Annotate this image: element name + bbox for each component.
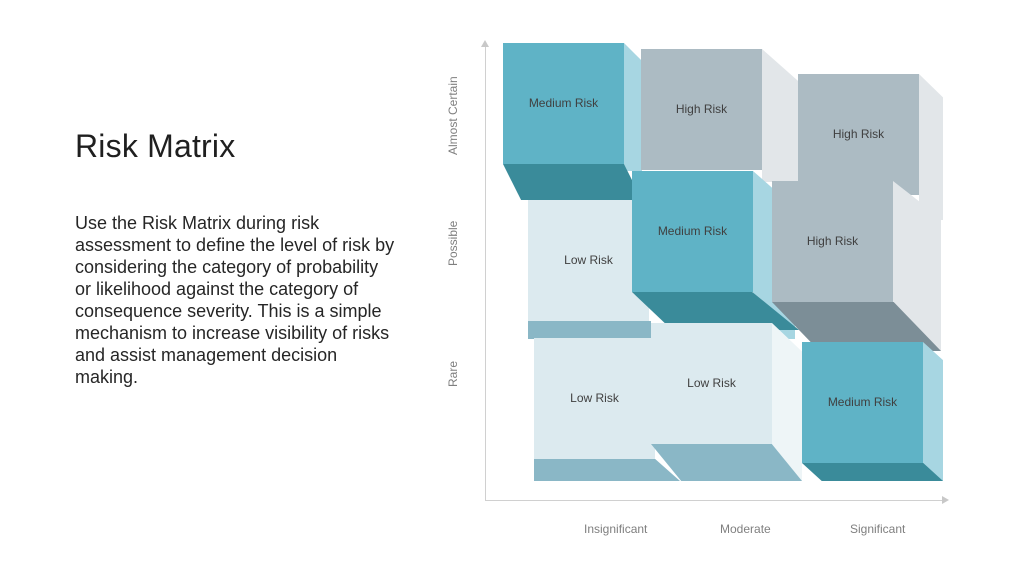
x-label-moderate: Moderate bbox=[720, 522, 771, 536]
risk-label: Medium Risk bbox=[657, 224, 728, 238]
x-axis-arrow-icon bbox=[942, 496, 949, 504]
y-label-almost-certain: Almost Certain bbox=[446, 76, 460, 155]
risk-label: Low Risk bbox=[564, 253, 613, 267]
risk-label: Low Risk bbox=[570, 391, 619, 405]
x-label-insignificant: Insignificant bbox=[584, 522, 648, 536]
risk-label: High Risk bbox=[832, 127, 885, 141]
x-axis-line bbox=[485, 500, 942, 501]
y-label-possible: Possible bbox=[446, 220, 460, 266]
slide-title: Risk Matrix bbox=[75, 128, 236, 164]
y-label-rare: Rare bbox=[446, 360, 460, 387]
slide-description: Use the Risk Matrix during risk assessme… bbox=[75, 213, 395, 387]
risk-label: Low Risk bbox=[687, 376, 736, 390]
y-axis-line bbox=[485, 45, 486, 500]
risk-label: High Risk bbox=[806, 234, 859, 248]
risk-label: High Risk bbox=[675, 102, 728, 116]
risk-label: Medium Risk bbox=[528, 96, 599, 110]
risk-label: Medium Risk bbox=[827, 395, 898, 409]
y-axis-arrow-icon bbox=[481, 40, 489, 47]
x-label-significant: Significant bbox=[850, 522, 906, 536]
